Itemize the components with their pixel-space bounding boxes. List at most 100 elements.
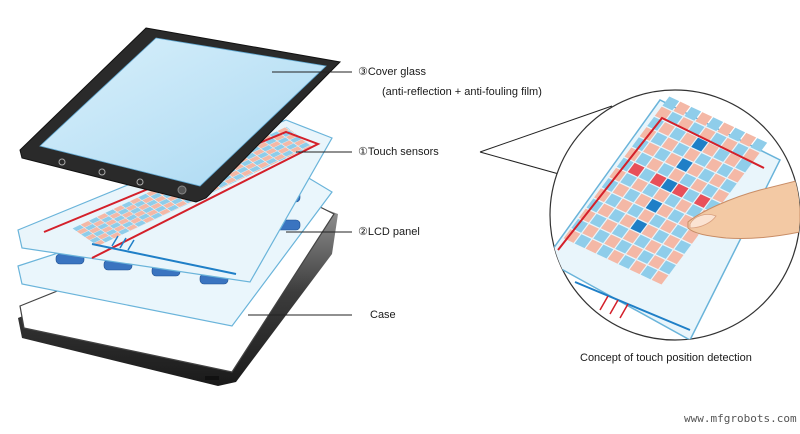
sensor-cell	[620, 173, 637, 187]
sensor-cell	[667, 209, 685, 224]
sensor-cell	[739, 132, 757, 147]
sensor-cell	[646, 157, 664, 172]
sensor-cell	[643, 142, 660, 157]
sensor-cell	[84, 224, 97, 231]
sensor-cell	[644, 239, 662, 254]
sensor-cell	[121, 201, 134, 208]
sensor-cell	[663, 234, 681, 249]
sensor-cell	[290, 136, 302, 143]
sensor-cell	[648, 255, 665, 270]
sensor-cell	[631, 178, 648, 193]
sensor-cell	[118, 228, 130, 235]
sensor-cell	[261, 135, 273, 142]
home-button-icon	[177, 185, 187, 195]
sensor-cell	[310, 122, 312, 129]
sensor-cell	[649, 214, 666, 229]
sensor-cell	[642, 183, 659, 198]
leader-lines	[248, 71, 613, 316]
sensor-cell	[113, 215, 126, 222]
sensor-cell	[245, 162, 257, 170]
sensor-cell	[150, 202, 163, 210]
sensor-cell	[695, 112, 713, 126]
sensor-cell	[750, 138, 768, 152]
sensor-cell	[713, 148, 730, 162]
sensor-cell	[615, 239, 632, 254]
tablet-screen	[39, 37, 327, 187]
sensor-cell	[629, 260, 647, 275]
sensor-cell	[121, 211, 134, 218]
sensor-cell	[607, 249, 625, 264]
sensor-cell	[158, 198, 171, 206]
sensor-cell	[635, 152, 653, 167]
sensor-cell	[682, 188, 700, 203]
sensor-cell	[582, 224, 599, 238]
label-concept: Concept of touch position detection	[580, 352, 752, 364]
sensor-cell	[125, 204, 138, 211]
sensor-cell	[705, 158, 723, 173]
sensor-cell	[134, 200, 146, 207]
sensor-cell	[224, 177, 237, 184]
sensor-cell	[589, 213, 607, 228]
sensor-cell	[680, 132, 697, 147]
sensor-cell	[640, 265, 658, 280]
sensor-cell	[616, 198, 633, 213]
back-button-icon	[58, 158, 66, 166]
sensor-cell	[666, 250, 684, 265]
sensor-cell	[216, 181, 228, 188]
sensor-cell	[257, 142, 269, 149]
sensor-cell	[627, 203, 644, 218]
sensor-cell	[673, 101, 691, 116]
sensor-cell	[154, 205, 167, 213]
sensor-cell	[634, 193, 652, 208]
concept-detail	[549, 89, 800, 341]
sensor-cell	[101, 236, 114, 243]
sensor-cell	[142, 196, 154, 204]
sensor-cell	[80, 230, 93, 238]
sensor-cell	[154, 195, 167, 203]
sensor-cell	[694, 153, 712, 167]
sensor-cell	[126, 214, 138, 221]
sensor-cell	[88, 217, 101, 224]
sensor-cell	[563, 229, 581, 243]
sensor-cell	[608, 208, 626, 223]
sensor-cell	[683, 147, 701, 162]
sensor-cell	[232, 173, 245, 180]
sensor-cell	[85, 233, 97, 241]
sensor-cell	[261, 155, 273, 162]
sensor-cell	[691, 137, 708, 152]
sensor-cell	[653, 188, 670, 203]
sensor-cell	[660, 178, 678, 193]
sensor-cell	[612, 183, 630, 198]
label-lcd-panel: ②LCD panel	[358, 226, 420, 238]
sensor-cell	[315, 125, 326, 131]
menu-button-icon	[98, 168, 106, 176]
sensor-cell	[93, 220, 105, 227]
sensor-cell	[265, 148, 277, 155]
sensor-cell	[302, 122, 312, 123]
callout-pointer-bottom	[479, 151, 567, 177]
sensor-cell	[146, 209, 159, 216]
sensor-cell	[105, 229, 118, 236]
sensor-cell	[134, 220, 146, 227]
sensor-cell	[286, 143, 298, 150]
sensor-cell	[113, 205, 125, 212]
sensor-cell	[269, 141, 281, 148]
sensor-cell	[126, 224, 138, 231]
label-case: Case	[370, 309, 396, 321]
sensor-cell	[593, 229, 610, 244]
sensor-cell	[97, 233, 109, 240]
sensor-cell	[228, 170, 241, 177]
sensor-cell	[249, 155, 261, 163]
sensor-cell	[657, 163, 675, 177]
sensor-cell	[138, 193, 150, 201]
label-touch-sensors: ①Touch sensors	[358, 146, 439, 158]
fingernail-icon	[689, 214, 717, 229]
sensor-cell	[637, 250, 654, 264]
case-port	[205, 376, 219, 380]
sensor-cell	[236, 166, 249, 174]
sensor-cell	[660, 219, 677, 234]
sensor-cell	[658, 122, 675, 136]
sensor-cell	[656, 204, 674, 218]
sensor-cell	[672, 142, 690, 157]
